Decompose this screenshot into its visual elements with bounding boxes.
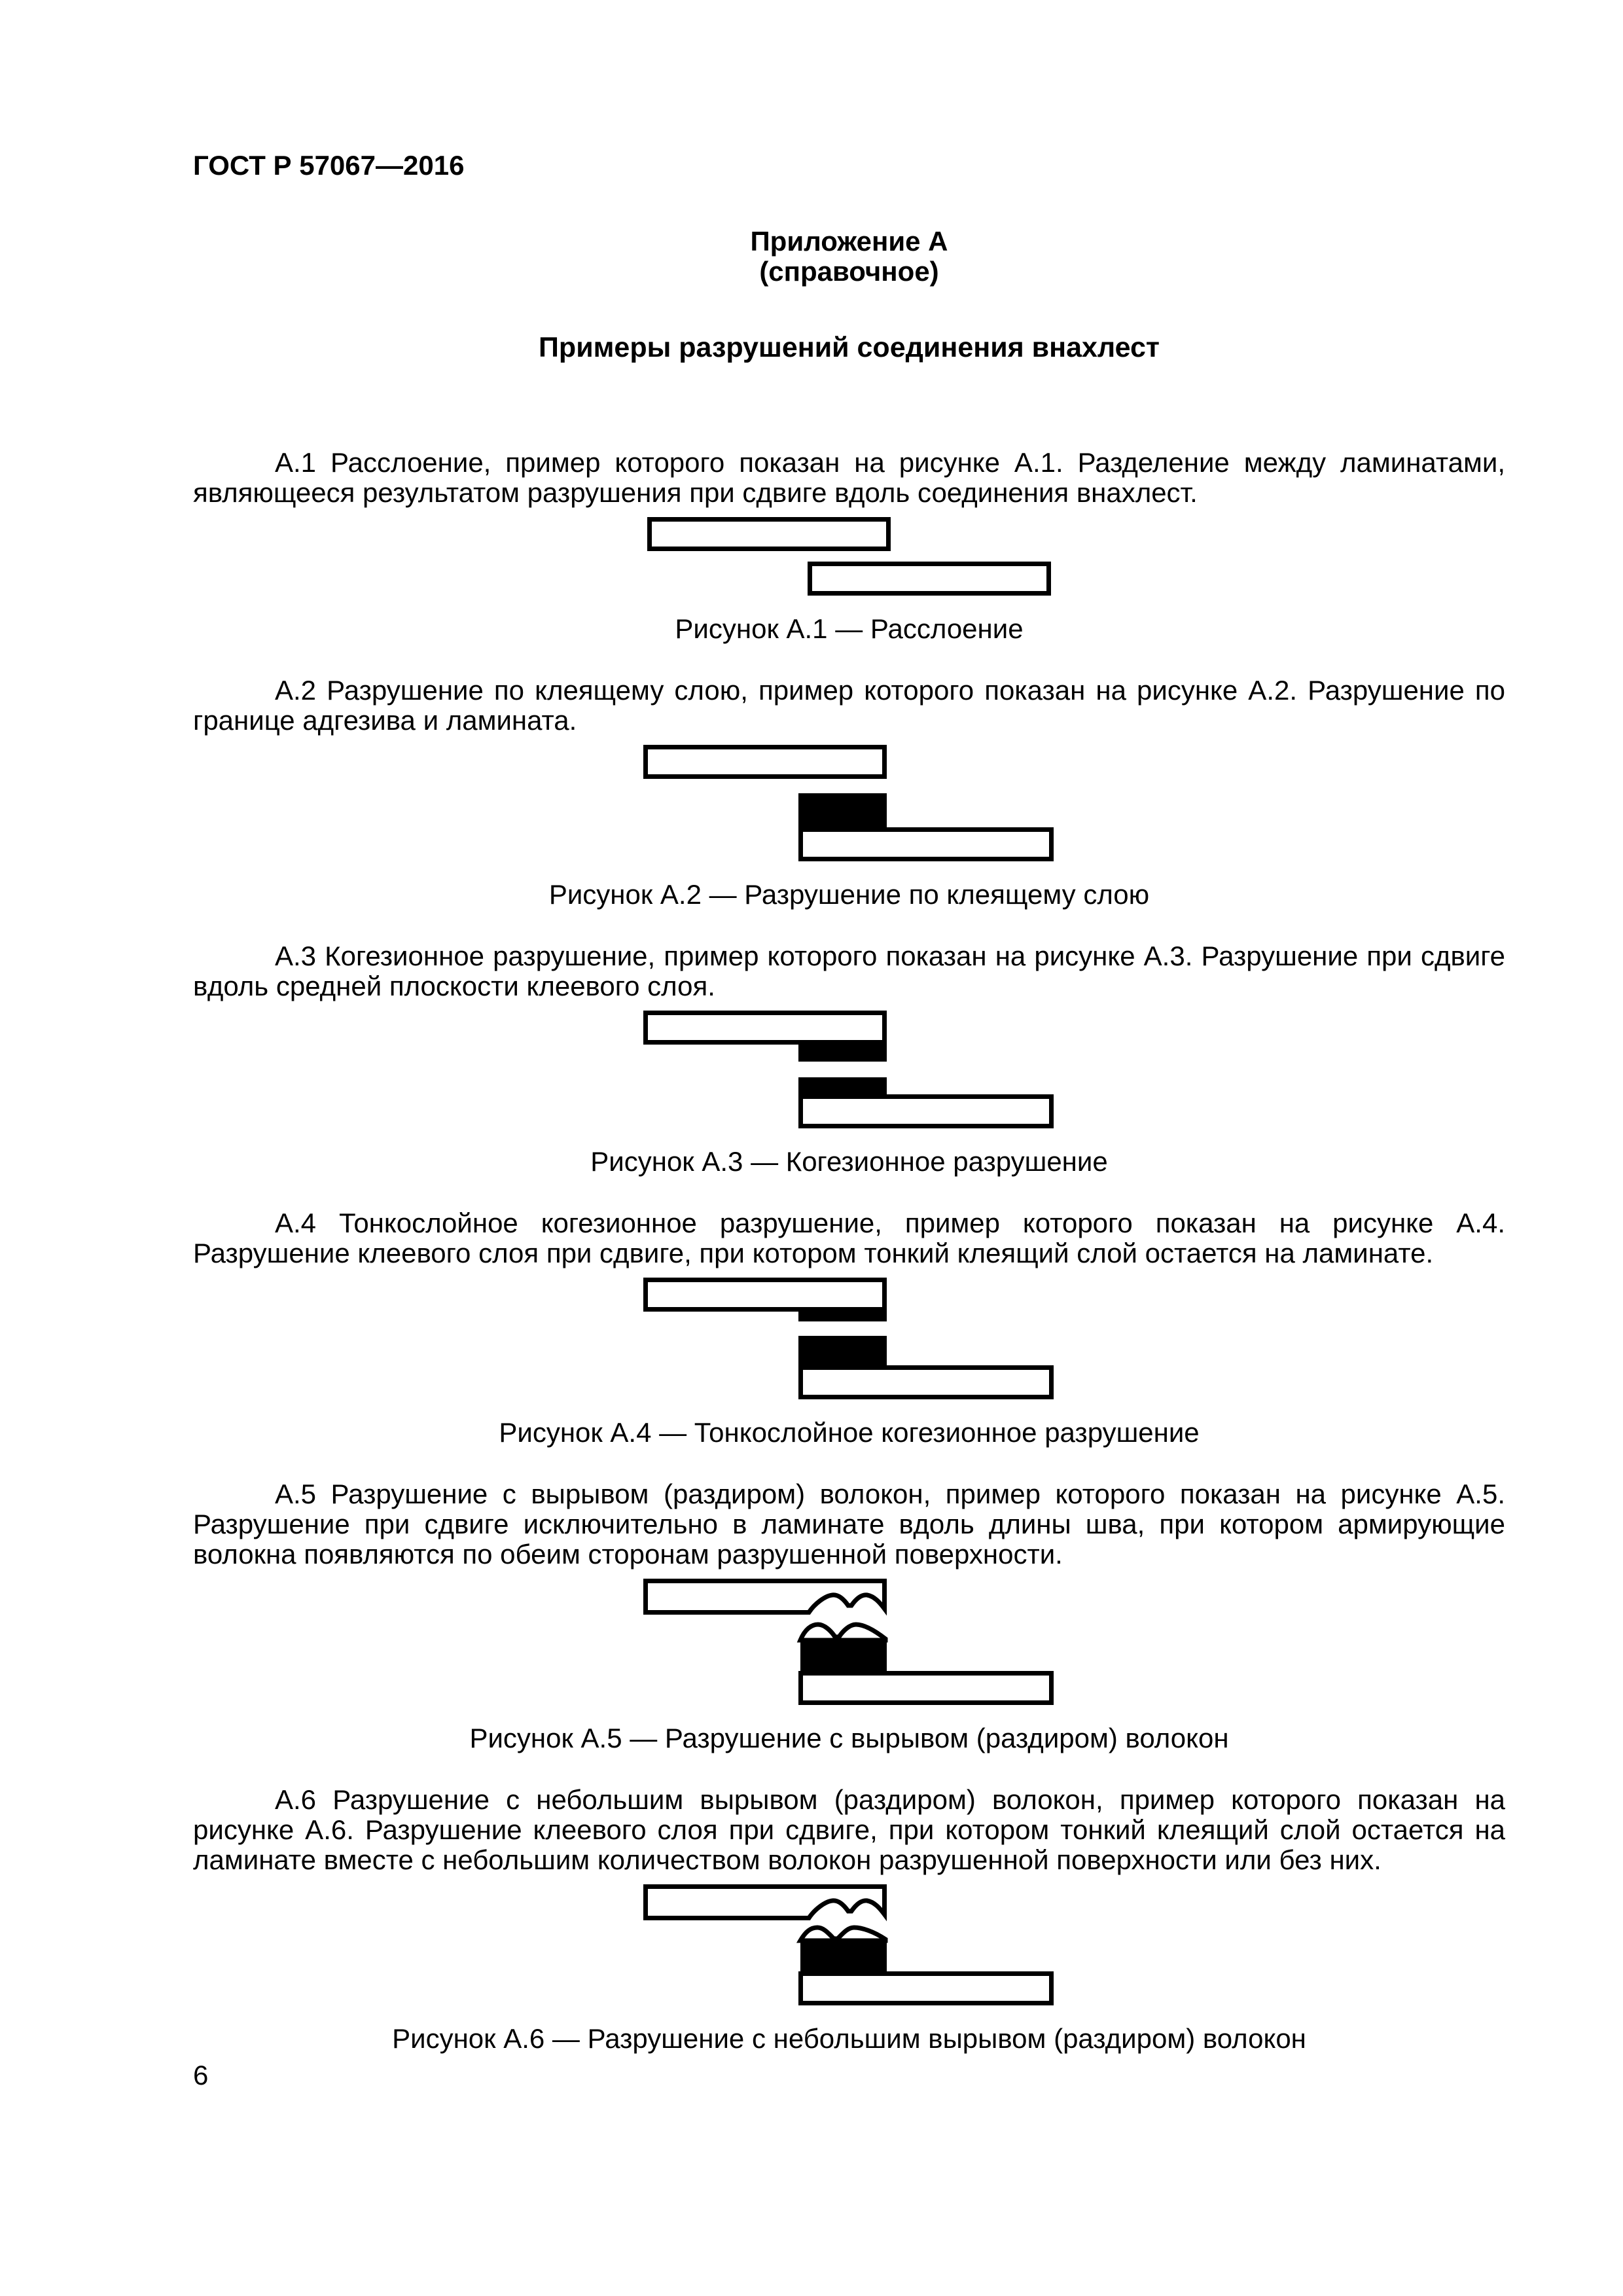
top-laminate-shape [643,745,887,779]
figure-a6-diagram [643,1884,1054,2005]
section-a1: А.1 Расслоение, пример которого показан … [193,448,1505,644]
figure-a5-diagram [643,1579,1054,1705]
section-a2: А.2 Разрушение по клеящему слою, пример … [193,675,1505,910]
adhesive-layer-shape [800,1640,887,1671]
caption-a3: Рисунок А.3 — Когезионное разрушение [590,1146,1108,1177]
bottom-laminate-shape [798,827,1054,861]
figure-a1 [193,517,1505,596]
figure-a3-diagram [643,1011,1054,1128]
top-laminate-shape [643,1278,887,1312]
caption-a6: Рисунок А.6 — Разрушение с небольшим выр… [392,2023,1306,2054]
paragraph-a1: А.1 Расслоение, пример которого показан … [193,447,1505,508]
figure-a4-diagram [643,1278,1054,1399]
bottom-laminate-shape [798,1971,1054,2005]
caption-a5: Рисунок А.5 — Разрушение с вырывом (разд… [469,1723,1229,1753]
figure-a2 [193,745,1505,861]
section-a3: А.3 Когезионное разрушение, пример котор… [193,941,1505,1177]
doc-code-header: ГОСТ Р 57067—2016 [193,150,465,181]
appendix-subtitle: (справочное) [759,256,939,287]
paragraph-a4: А.4 Тонкослойное когезионное разрушение,… [193,1208,1505,1268]
caption-a1: Рисунок А.1 — Расслоение [675,613,1024,644]
top-laminate-torn-shape [643,1579,887,1616]
small-torn-fiber-cap-shape [796,1925,887,1943]
adhesive-half-layer-bottom-shape [798,1077,887,1094]
top-laminate-torn-shape [643,1884,887,1922]
bottom-laminate-shape [798,1094,1054,1128]
adhesive-layer-shape [798,793,887,827]
paragraph-a3: А.3 Когезионное разрушение, пример котор… [193,941,1505,1001]
figure-a2-diagram [643,745,1054,861]
bottom-laminate-shape [798,1671,1054,1705]
torn-fiber-fragment-shape [796,1622,887,1643]
figure-a6 [193,1884,1505,2005]
paragraph-a6: А.6 Разрушение с небольшим вырывом (разд… [193,1784,1505,1875]
paragraph-a5: А.5 Разрушение с вырывом (раздиром) воло… [193,1479,1505,1570]
paragraph-a2: А.2 Разрушение по клеящему слою, пример … [193,675,1505,736]
bottom-laminate-shape [798,1365,1054,1399]
adhesive-layer-shape [798,1336,887,1365]
appendix-heading: Приложение А (справочное) [193,226,1505,287]
bottom-laminate-shape [808,562,1051,596]
top-laminate-shape [647,517,891,551]
top-laminate-shape [643,1011,887,1045]
section-a6: А.6 Разрушение с небольшим вырывом (разд… [193,1785,1505,2054]
caption-a2: Рисунок А.2 — Разрушение по клеящему сло… [548,879,1150,910]
caption-a4: Рисунок А.4 — Тонкослойное когезионное р… [499,1417,1200,1448]
thin-adhesive-film-shape [798,1312,887,1321]
section-a4: А.4 Тонкослойное когезионное разрушение,… [193,1208,1505,1448]
figure-a3 [193,1011,1505,1128]
section-a5: А.5 Разрушение с вырывом (раздиром) воло… [193,1479,1505,1753]
figure-a4 [193,1278,1505,1399]
adhesive-layer-shape [800,1941,887,1971]
appendix-title: Приложение А [750,226,948,257]
figure-a1-diagram [647,517,1051,596]
page-title: Примеры разрушений соединения внахлест [539,332,1160,363]
figure-a5 [193,1579,1505,1705]
adhesive-half-layer-top-shape [798,1045,887,1062]
page-number: 6 [193,2060,209,2090]
